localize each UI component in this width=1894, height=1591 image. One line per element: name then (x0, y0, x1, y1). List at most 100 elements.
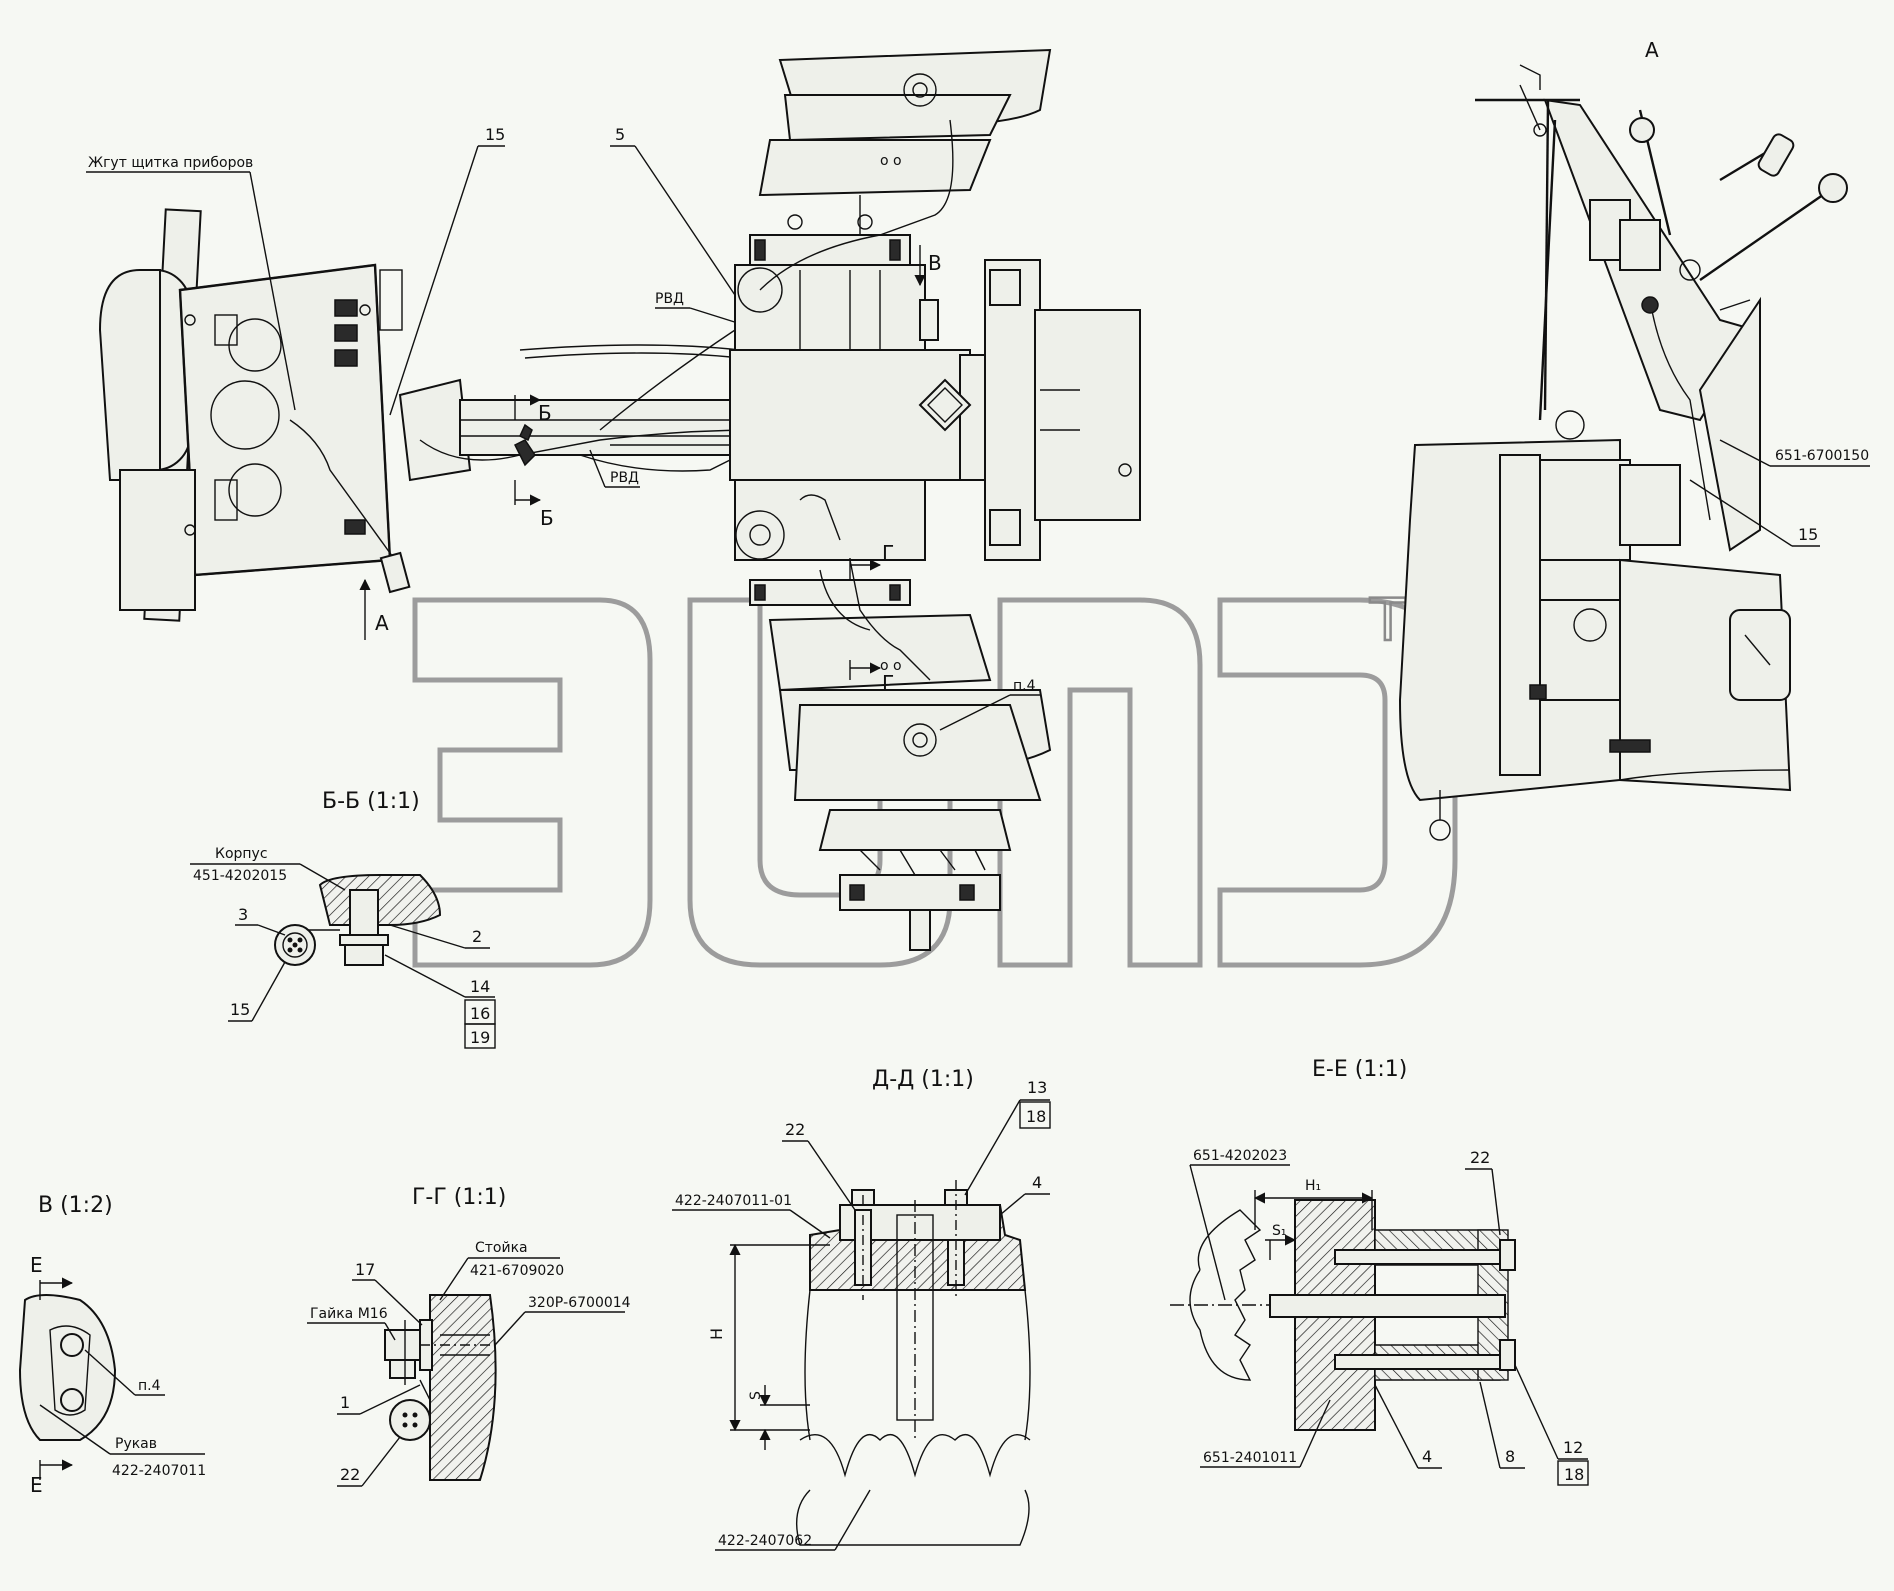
housing-leader (299, 863, 346, 891)
view-v-sleeve-number: 422-2407011 (112, 1463, 206, 1479)
ee-part-bottom-leader (1299, 1399, 1331, 1468)
section-bb-housing-number: 451-4202015 (193, 868, 287, 884)
main-callout-5: 5 (615, 125, 625, 144)
central-assembly: o o o (729, 48, 1141, 951)
nut-leader (384, 1322, 396, 1341)
section-ee-callout-4: 4 (1422, 1447, 1432, 1466)
view-v-title: В (1:2) (38, 1193, 113, 1218)
section-dd-callout-22: 22 (785, 1120, 805, 1139)
section-dd-dim-h: H (707, 1328, 726, 1340)
rvd-leader-3b (589, 449, 606, 488)
ee-callout-18-box (1557, 1460, 1589, 1486)
view-a-lower-assembly (1398, 410, 1792, 841)
section-gg-nut-label: Гайка М16 (310, 1306, 388, 1322)
view-a-title: А (1645, 38, 1659, 62)
section-gg-post-label: Стойка (475, 1240, 528, 1256)
section-bb-callout-2: 2 (472, 927, 482, 946)
callout-17-leader (374, 1279, 423, 1326)
instrument-panel (98, 208, 411, 622)
harness-leader-2 (249, 171, 296, 411)
ee-callout-22-leader (1491, 1168, 1501, 1236)
section-ee-drawing (1170, 1190, 1516, 1431)
callout-13-leader (964, 1099, 1021, 1196)
section-b-letter-top: Б (538, 401, 552, 425)
ee-callout-4-leader (1374, 1384, 1419, 1469)
lower-mark: o o (880, 658, 902, 674)
gg-part-leader (494, 1311, 526, 1346)
section-bb-callout-16: 16 (470, 1004, 490, 1023)
harness-label: Жгут щитка приборов (88, 155, 253, 171)
section-ee-callout-8: 8 (1505, 1447, 1515, 1466)
dd-callout-22-leader (807, 1140, 856, 1211)
callout-19-box (464, 1023, 496, 1049)
section-gg-callout-1: 1 (340, 1393, 350, 1412)
section-dd-part-top: 422-2407011-01 (675, 1193, 792, 1209)
callout-22-gg-leader (361, 1436, 401, 1487)
sleeve-leader (39, 1404, 111, 1455)
section-gg-drawing (384, 1294, 500, 1481)
callout-3-leader (257, 924, 286, 936)
dd-part-top-leader (789, 1209, 831, 1239)
ee-part-top-leader (1189, 1164, 1226, 1301)
view-v-point-4: п.4 (138, 1378, 161, 1394)
view-v-drawing (18, 1277, 117, 1480)
part-number-leader (1719, 439, 1771, 467)
section-ee-dim-h1: H₁ (1305, 1178, 1321, 1194)
view-v-mark-e-bottom: Е (30, 1473, 43, 1497)
main-point-4: п.4 (1013, 678, 1036, 694)
section-ee-callout-18: 18 (1564, 1465, 1584, 1484)
view-v-sleeve-label: Рукав (115, 1436, 157, 1452)
section-b-marks: Б Б (514, 394, 554, 530)
section-gg-post-number: 421-6709020 (470, 1263, 564, 1279)
section-b-letter-bottom: Б (540, 506, 554, 530)
section-bb-housing-label: Корпус (215, 846, 268, 862)
rvd-label-1: РВД (655, 291, 684, 307)
section-dd-title: Д-Д (1:1) (872, 1067, 974, 1092)
section-ee-part-top: 651-4202023 (1193, 1148, 1287, 1164)
section-gg-part-number: 320Р-6700014 (528, 1295, 631, 1311)
section-g-marks: Г Г (849, 541, 894, 695)
main-callout-15: 15 (485, 125, 505, 144)
section-bb-title: Б-Б (1:1) (322, 789, 420, 814)
section-ee-callout-12: 12 (1563, 1438, 1583, 1457)
section-bb-callout-15: 15 (230, 1000, 250, 1019)
dd-callout-18-box (1019, 1101, 1051, 1129)
view-v-point-4-leader (84, 1349, 136, 1396)
section-dd-dim-s: S (748, 1391, 764, 1400)
callout-15-leader (389, 145, 479, 416)
callout-1-leader (359, 1384, 421, 1415)
section-dd-callout-13: 13 (1027, 1078, 1047, 1097)
section-bb-callout-19: 19 (470, 1028, 490, 1047)
section-g-letter-bottom: Г (882, 671, 894, 695)
ee-callout-8-leader (1479, 1381, 1501, 1469)
section-bb-callout-14: 14 (470, 977, 490, 996)
view-v-arrow: В (914, 245, 942, 287)
steering-column (398, 329, 800, 482)
rvd-label-3: РВД (610, 470, 639, 486)
callout-14-leader (384, 954, 466, 998)
callout-2-leader (389, 924, 466, 949)
section-ee-title: Е-Е (1:1) (1312, 1057, 1407, 1082)
section-bb-drawing (274, 874, 442, 966)
section-ee-dim-s1: S₁ (1272, 1223, 1287, 1239)
view-a-arrow: А (359, 578, 389, 640)
dd-part-bottom-leader (834, 1489, 871, 1551)
view-a-callout-15-leader (1689, 479, 1793, 547)
view-a-letter: А (375, 611, 389, 635)
dd-callout-4-leader (999, 1193, 1026, 1216)
section-dd-drawing (729, 1180, 1031, 1546)
view-a-assembly (1475, 64, 1848, 552)
view-a-callout-15: 15 (1798, 525, 1818, 544)
callout-5-leader (634, 145, 746, 311)
section-gg-title: Г-Г (1:1) (412, 1185, 506, 1210)
section-ee-part-bottom: 651-2401011 (1203, 1450, 1297, 1466)
section-gg-callout-17: 17 (355, 1260, 375, 1279)
section-dd-part-bottom: 422-2407062 (718, 1533, 812, 1549)
section-ee-callout-22: 22 (1470, 1148, 1490, 1167)
section-g-letter-top: Г (882, 541, 894, 565)
callout-15-bb-leader (251, 961, 286, 1022)
view-v-mark-e-top: Е (30, 1253, 43, 1277)
upper-mark: o o (880, 153, 902, 169)
point-4-leader (939, 694, 1011, 731)
